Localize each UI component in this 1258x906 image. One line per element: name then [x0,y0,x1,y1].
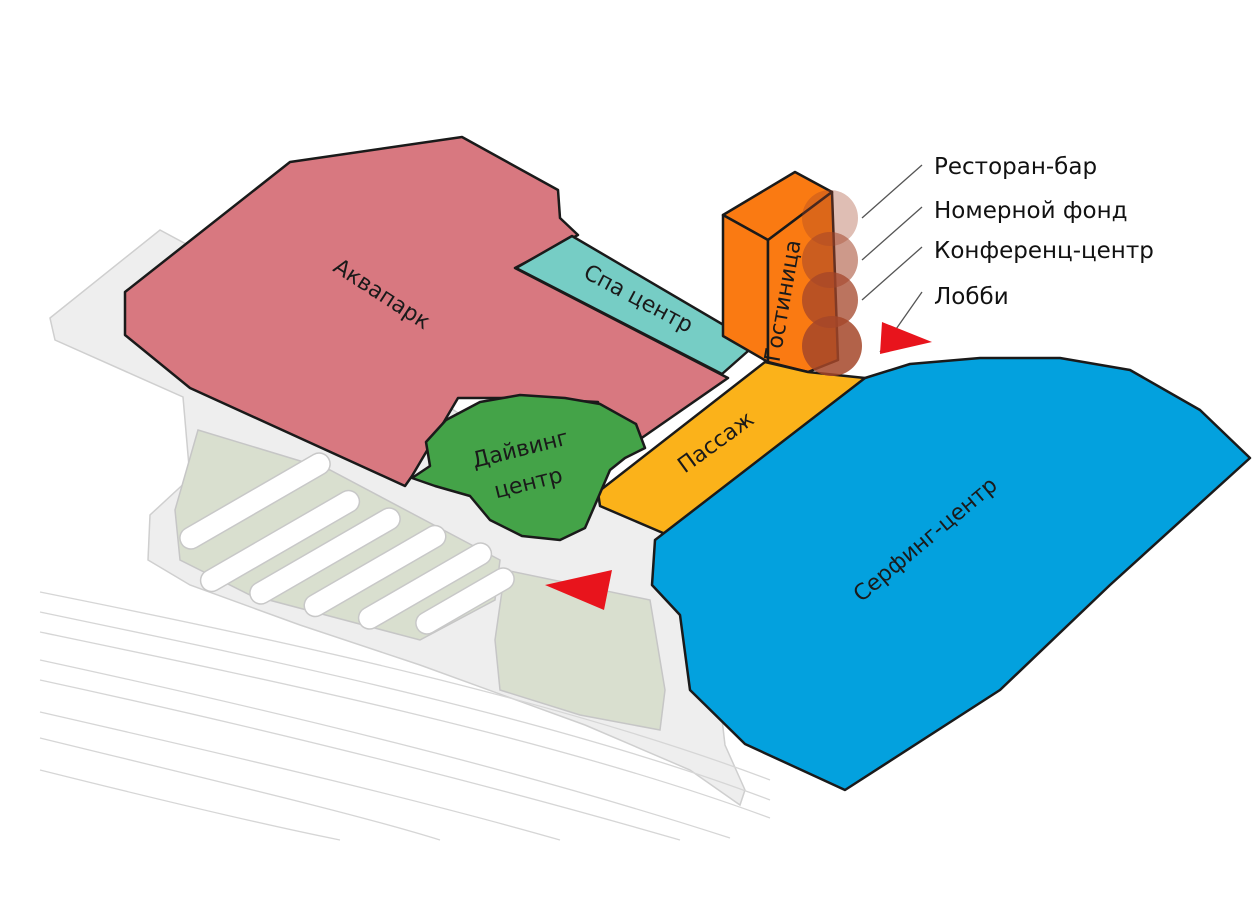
entrance-markers [545,322,932,610]
legend-lobby: Лобби [934,284,1009,310]
floor-marker-rooms [802,232,858,288]
entrance-arrow-hotel [880,322,932,354]
track-line [39,679,681,841]
entrance-arrow-main [545,570,612,610]
track-line [39,591,771,781]
track-line [39,659,731,839]
track-line [39,631,771,819]
parking-lot [249,507,401,605]
diving-zone [410,393,647,542]
hotel-floor-legend: Ресторан-бар Номерной фонд Конференц-цен… [934,154,1154,310]
legend-rooms: Номерной фонд [934,198,1128,224]
parking-lot [199,489,361,593]
hotel-left-face [721,213,770,364]
lawn-south [494,569,666,731]
legend-conference-center: Конференц-центр [934,238,1154,264]
leader-line [861,246,923,301]
track-line [39,711,561,841]
hotel-floor-markers [802,164,923,376]
floor-marker-lobby [802,316,862,376]
floor-marker-restaurant [802,190,858,246]
parking-lot [357,542,493,630]
legend-restaurant-bar: Ресторан-бар [934,154,1097,180]
track-line [39,737,441,841]
floor-marker-conference [802,272,858,328]
leader-line [861,164,923,219]
parking-lot [303,524,447,618]
parking-lot [415,567,515,635]
leader-line [861,206,923,261]
parking-lot [179,452,331,550]
surfing-zone [650,356,1252,792]
track-line [39,769,341,841]
railway-tracks [39,591,771,841]
parking-lots [179,452,515,635]
track-line [39,611,771,801]
